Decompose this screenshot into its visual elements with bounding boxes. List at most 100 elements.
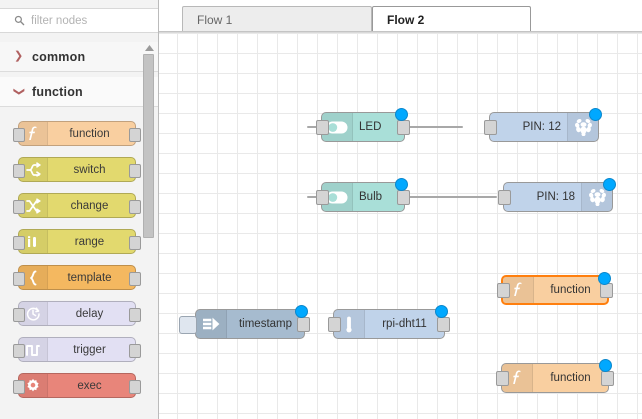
- switch-icon: [19, 158, 48, 181]
- flow-node-rpi-dht11[interactable]: rpi-dht11: [328, 305, 450, 339]
- palette-node-template[interactable]: template: [13, 265, 141, 290]
- palette-node-label: change: [70, 199, 109, 212]
- palette-node-list: function switch: [0, 107, 158, 419]
- node-input-port[interactable]: [13, 307, 25, 322]
- node-input-port[interactable]: [316, 190, 329, 205]
- node-input-port[interactable]: [13, 163, 25, 178]
- flow-node-label: function: [550, 284, 591, 296]
- workspace: Flow 1 Flow 2 LED: [159, 0, 642, 419]
- range-icon: [19, 230, 48, 253]
- flow-node-function-1[interactable]: function: [497, 272, 613, 305]
- node-output-port[interactable]: [397, 120, 410, 135]
- node-input-port[interactable]: [13, 271, 25, 286]
- palette-node-label: function: [69, 127, 110, 140]
- node-status-dot: [598, 272, 611, 285]
- node-output-port[interactable]: [129, 271, 141, 286]
- pulse-icon: [19, 338, 48, 361]
- node-status-dot: [295, 305, 308, 318]
- node-status-dot: [599, 359, 612, 372]
- template-brace-icon: [19, 266, 48, 289]
- palette-node-change[interactable]: change: [13, 193, 141, 218]
- node-input-port[interactable]: [13, 199, 25, 214]
- node-output-port[interactable]: [297, 317, 310, 332]
- node-status-dot: [589, 108, 602, 121]
- node-output-port[interactable]: [129, 163, 141, 178]
- palette-node-delay[interactable]: delay: [13, 301, 141, 326]
- flow-node-label: Bulb: [359, 191, 383, 203]
- node-input-port[interactable]: [316, 120, 329, 135]
- node-output-port[interactable]: [129, 235, 141, 250]
- change-icon: [19, 194, 48, 217]
- flow-tab-bar: Flow 1 Flow 2: [159, 0, 642, 32]
- palette-node-label: delay: [75, 307, 104, 320]
- chevron-down-icon: ❯: [13, 87, 25, 97]
- palette-node-range[interactable]: range: [13, 229, 141, 254]
- filter-nodes-box[interactable]: [0, 8, 158, 33]
- flow-node-label: LED: [359, 121, 382, 133]
- inject-trigger-button[interactable]: [179, 316, 197, 334]
- palette-node-switch[interactable]: switch: [13, 157, 141, 182]
- palette-node-label: template: [67, 271, 112, 284]
- node-output-port[interactable]: [129, 379, 141, 394]
- node-output-port[interactable]: [601, 371, 614, 386]
- flow-node-label: function: [550, 372, 591, 384]
- node-status-dot: [603, 178, 616, 191]
- node-status-dot: [395, 108, 408, 121]
- palette-node-exec[interactable]: exec: [13, 373, 141, 398]
- palette-node-label: range: [74, 235, 105, 248]
- node-input-port[interactable]: [498, 190, 511, 205]
- node-output-port[interactable]: [129, 343, 141, 358]
- node-output-port[interactable]: [129, 199, 141, 214]
- palette-node-label: switch: [73, 163, 106, 176]
- palette-node-trigger[interactable]: trigger: [13, 337, 141, 362]
- flow-node-label: timestamp: [238, 318, 293, 330]
- node-input-port[interactable]: [328, 317, 341, 332]
- palette-node-label: exec: [77, 379, 102, 392]
- tab-label: Flow 1: [197, 12, 233, 27]
- search-input[interactable]: [31, 14, 151, 27]
- flow-node-bulb[interactable]: Bulb: [316, 178, 410, 212]
- flow-node-timestamp[interactable]: timestamp: [179, 305, 310, 339]
- tab-flow-1[interactable]: Flow 1: [182, 6, 372, 32]
- node-input-port[interactable]: [13, 127, 25, 142]
- gear-icon: [19, 374, 48, 397]
- node-input-port[interactable]: [497, 283, 510, 298]
- node-input-port[interactable]: [13, 379, 25, 394]
- node-input-port[interactable]: [13, 343, 25, 358]
- flow-node-label: PIN: 18: [536, 191, 575, 203]
- clock-icon: [19, 302, 48, 325]
- tab-label: Flow 2: [387, 12, 425, 27]
- flow-node-function-2[interactable]: function: [496, 359, 614, 393]
- search-icon: [14, 15, 25, 26]
- raspberry-pi-icon: [581, 183, 612, 211]
- function-f-icon: [19, 122, 48, 145]
- node-output-port[interactable]: [397, 190, 410, 205]
- palette-sidebar: ❯ common ❯ function function: [0, 0, 159, 419]
- node-output-port[interactable]: [129, 127, 141, 142]
- flow-node-pin-12[interactable]: PIN: 12: [484, 108, 602, 142]
- palette-category-function[interactable]: ❯ function: [0, 77, 158, 107]
- node-output-port[interactable]: [600, 283, 613, 298]
- inject-arrow-icon: [196, 310, 227, 338]
- flow-node-label: rpi-dht11: [382, 318, 427, 330]
- node-output-port[interactable]: [129, 307, 141, 322]
- palette-category-common[interactable]: ❯ common: [0, 42, 158, 72]
- flow-node-led[interactable]: LED: [316, 108, 410, 142]
- palette-category-label: function: [32, 84, 83, 99]
- scroll-up-arrow-icon[interactable]: [144, 43, 154, 52]
- node-input-port[interactable]: [484, 120, 497, 135]
- flow-canvas[interactable]: LED PIN: 12: [159, 31, 642, 419]
- palette-scrollbar[interactable]: [143, 54, 154, 238]
- tab-flow-2[interactable]: Flow 2: [372, 6, 531, 32]
- node-status-dot: [395, 178, 408, 191]
- node-input-port[interactable]: [496, 371, 509, 386]
- palette-node-function[interactable]: function: [13, 121, 141, 146]
- node-input-port[interactable]: [13, 235, 25, 250]
- flow-node-label: PIN: 12: [522, 121, 561, 133]
- chevron-right-icon: ❯: [14, 50, 24, 62]
- palette-category-label: common: [32, 49, 86, 64]
- node-output-port[interactable]: [437, 317, 450, 332]
- flow-node-pin-18[interactable]: PIN: 18: [498, 178, 616, 212]
- palette-node-label: trigger: [73, 343, 106, 356]
